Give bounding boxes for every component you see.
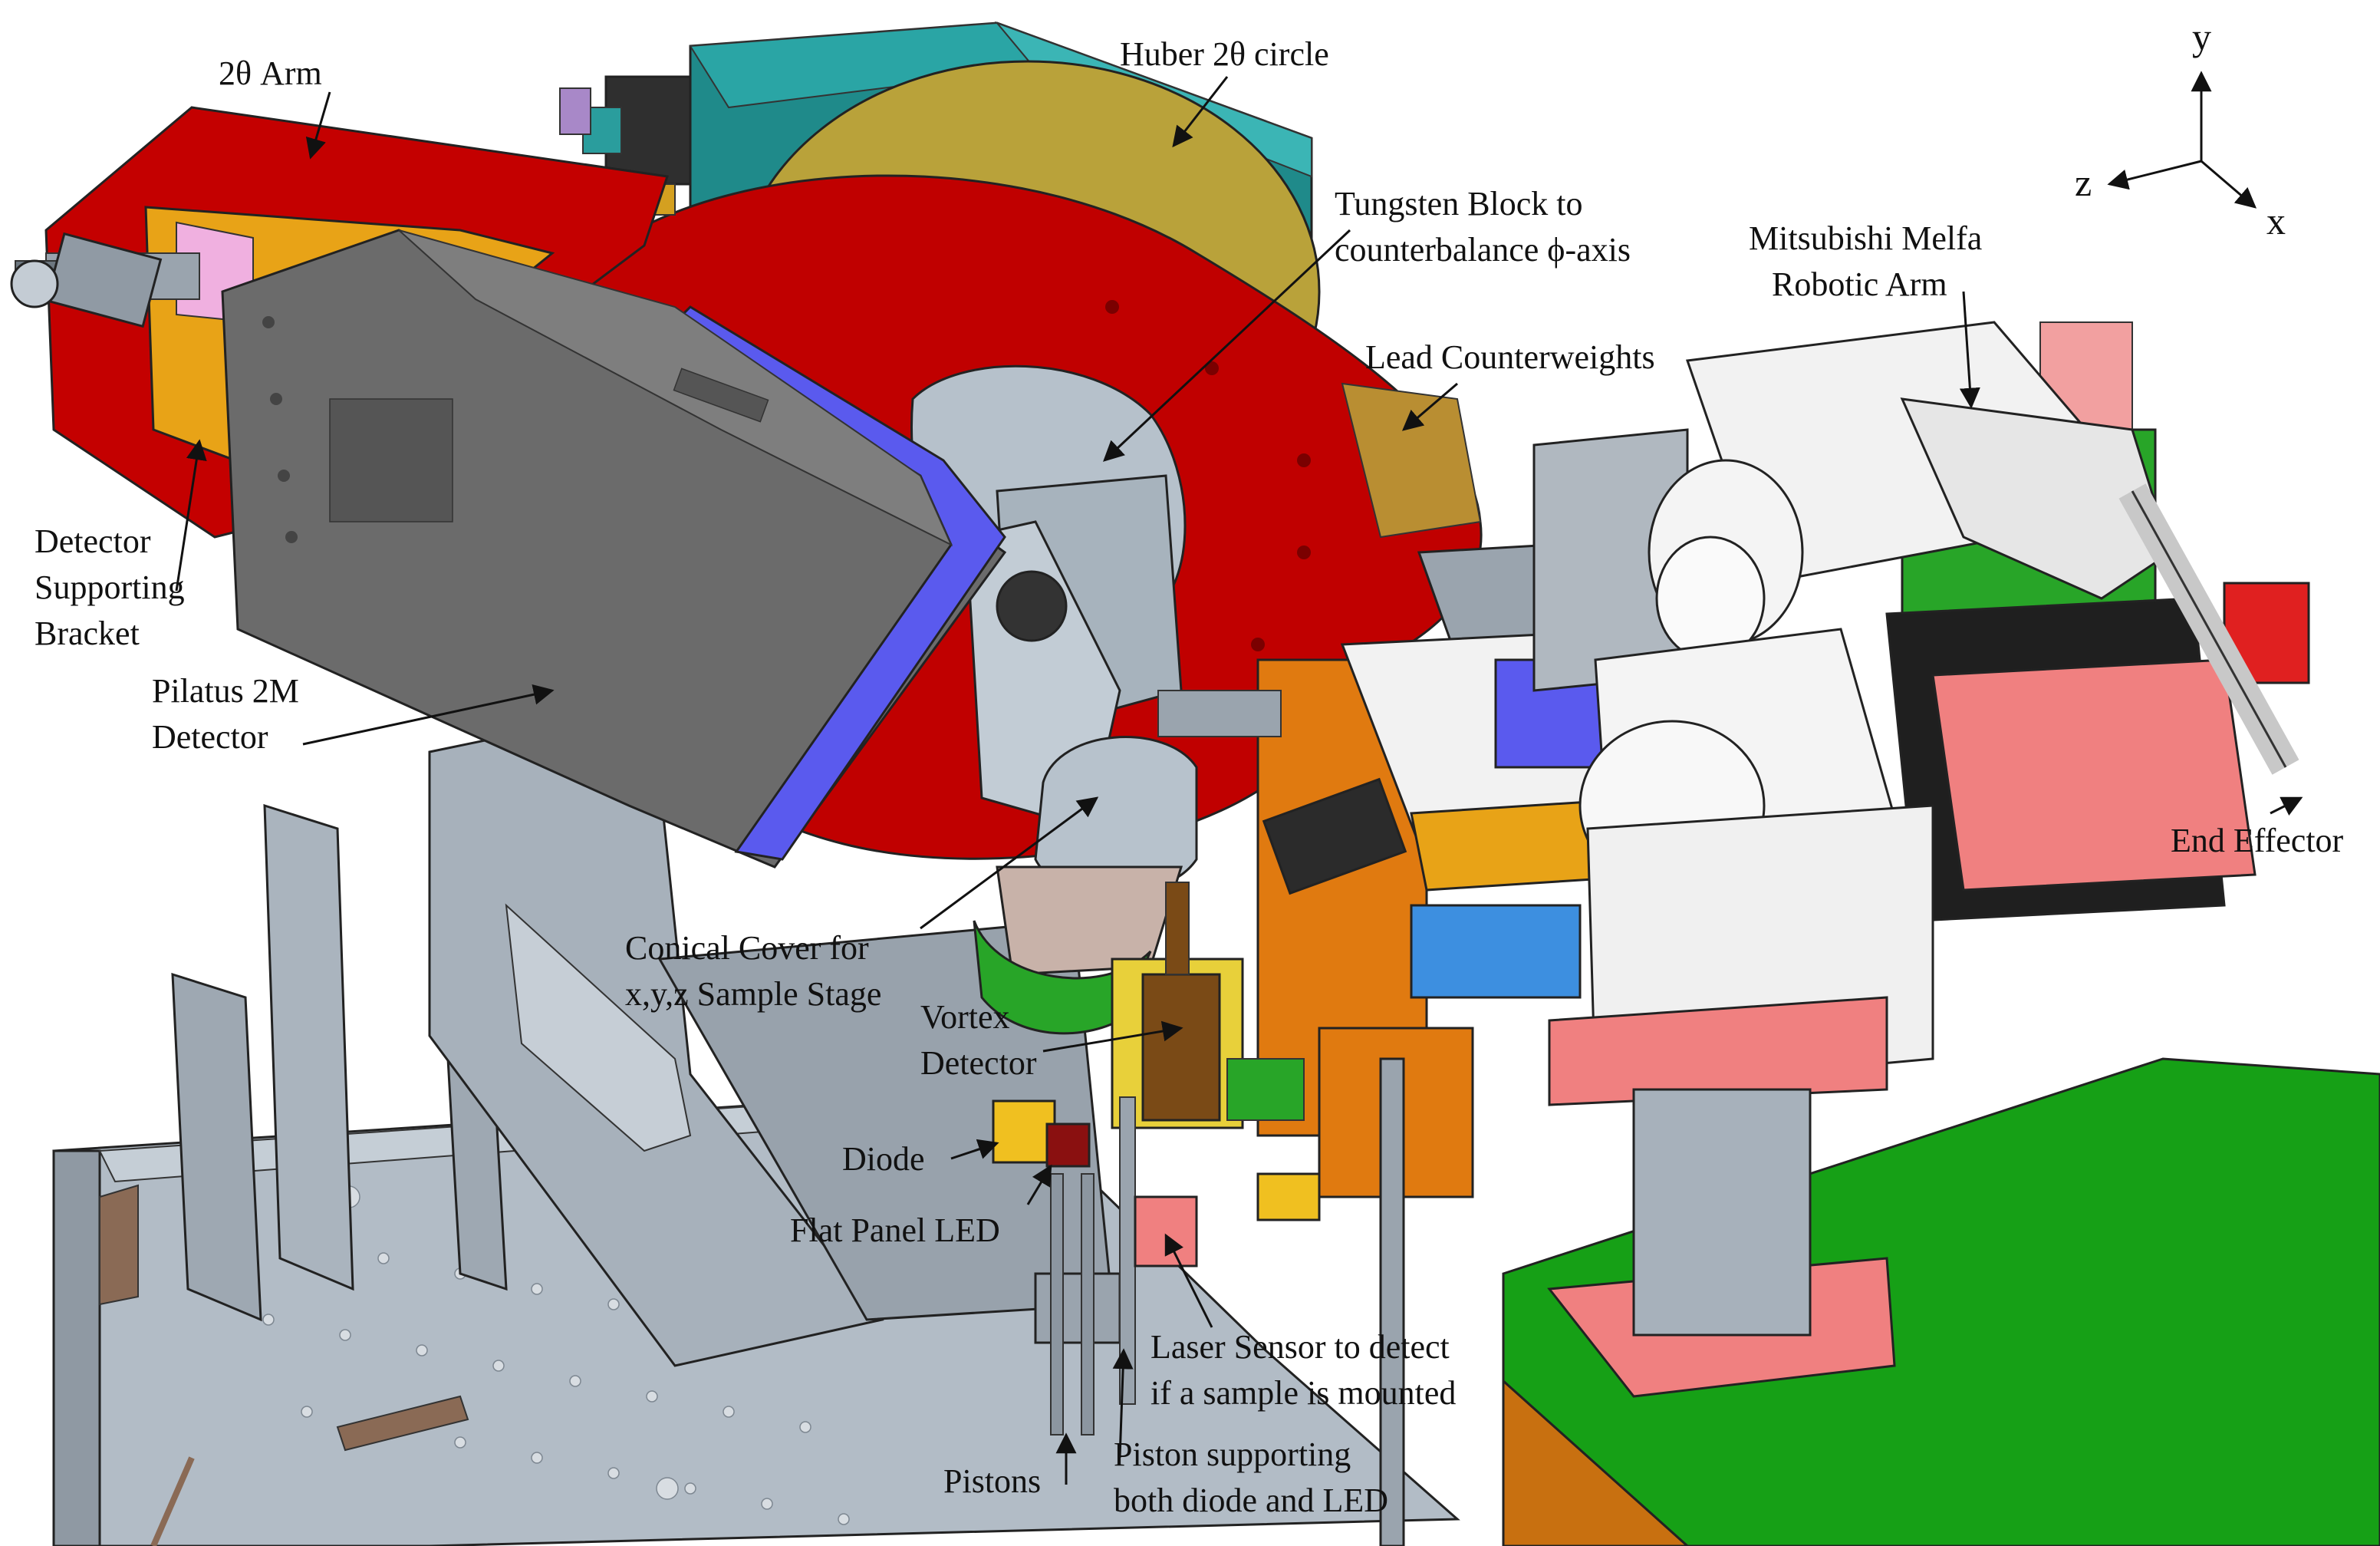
arm-motor: [10, 232, 163, 328]
axis-y-label: y: [2192, 15, 2211, 58]
robot-arm: [1548, 321, 2299, 1321]
label-laser-line1: Laser Sensor to detect: [1150, 1328, 1450, 1366]
label-pilatus-line1: Pilatus 2M: [152, 672, 299, 710]
axis-z-label: z: [2075, 161, 2092, 204]
label-pistons: Pistons: [943, 1462, 1041, 1500]
callout-labels: 2θ Arm Huber 2θ circle Tungsten Block to…: [35, 35, 2344, 1519]
label-detector-bracket-line3: Bracket: [35, 615, 140, 652]
label-tungsten-line2: counterbalance ϕ-axis: [1335, 231, 1631, 269]
axis-x-label: x: [2266, 199, 2286, 242]
label-pilatus-line2: Detector: [152, 718, 268, 756]
label-conical-line1: Conical Cover for: [625, 929, 869, 967]
label-laser-line2: if a sample is mounted: [1150, 1374, 1456, 1412]
label-mitsubishi-line2: Robotic Arm: [1772, 265, 1947, 303]
label-flat-panel-led: Flat Panel LED: [790, 1211, 1000, 1249]
label-detector-bracket-line1: Detector: [35, 522, 151, 560]
label-end-effector: End Effector: [2171, 822, 2344, 859]
label-conical-line2: x,y,z Sample Stage: [625, 975, 881, 1013]
label-vortex-line2: Detector: [920, 1044, 1037, 1082]
axis-triad: y z x: [2075, 15, 2286, 242]
phi-assembly: [910, 364, 1198, 1035]
label-vortex-line1: Vortex: [920, 998, 1010, 1036]
label-piston-support-line2: both diode and LED: [1114, 1482, 1388, 1519]
diode-led-pistons: [992, 1057, 1405, 1546]
green-table: [1502, 1057, 2380, 1546]
label-detector-bracket-line2: Supporting: [35, 569, 185, 606]
leader-lines: [175, 76, 2303, 1485]
label-mitsubishi-line1: Mitsubishi Melfa: [1749, 219, 1982, 257]
label-piston-support-line1: Piston supporting: [1114, 1436, 1351, 1473]
label-lead-counterweights: Lead Counterweights: [1365, 338, 1655, 376]
pilatus-detector: [221, 229, 1007, 869]
label-huber-circle: Huber 2θ circle: [1120, 35, 1329, 73]
base-block: [428, 704, 1114, 1367]
label-diode: Diode: [842, 1140, 925, 1178]
label-tungsten-line1: Tungsten Block to: [1335, 185, 1583, 223]
label-two-theta-arm: 2θ Arm: [219, 54, 322, 92]
